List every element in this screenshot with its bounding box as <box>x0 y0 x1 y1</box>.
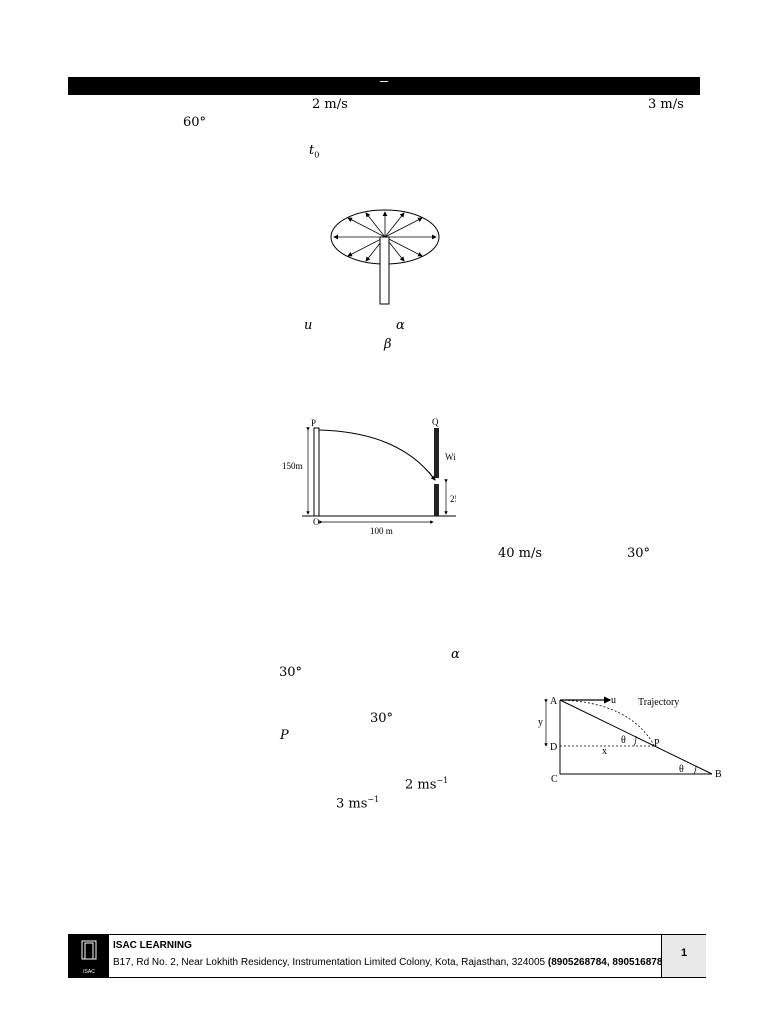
alpha-label-2: α <box>451 647 460 662</box>
label-P-incline: P <box>654 738 660 749</box>
footer: ISAC ISAC LEARNING B17, Rd No. 2, Near L… <box>68 934 706 978</box>
ms-3-label: 3 ms−1 <box>336 795 380 812</box>
angle-30-c-label: 30° <box>370 711 394 726</box>
speed-40-label: 40 m/s <box>498 546 543 561</box>
angle-60-label: 60° <box>183 115 207 130</box>
label-B: B <box>715 769 722 780</box>
label-O: O <box>313 517 320 527</box>
incline-trajectory-figure: A B C D P u x y θ θ Trajectory <box>538 695 722 785</box>
speed-2-label: 2 m/s <box>312 97 348 112</box>
trajectory-label: Trajectory <box>638 697 679 708</box>
header-bar: – <box>68 72 700 95</box>
distance-100-label: 100 m <box>370 526 393 536</box>
logo-text: ISAC <box>83 969 95 975</box>
building-window-figure: P Q O Window 150m 25m 100 m <box>282 417 456 536</box>
label-P: P <box>311 418 316 428</box>
u-label: u <box>304 318 313 333</box>
door-icon <box>81 940 97 960</box>
angle-30-b-label: 30° <box>279 665 303 680</box>
beta-label: β <box>384 337 392 352</box>
alpha-label-1: α <box>396 318 405 333</box>
header-dash: – <box>380 72 388 88</box>
org-phones: (8905268784, 8905168784) <box>547 957 672 968</box>
org-address: B17, Rd No. 2, Near Lokhith Residency, I… <box>113 957 672 968</box>
label-y: y <box>538 717 543 728</box>
height-25-label: 25m <box>450 494 456 504</box>
label-theta-2: θ <box>679 764 684 775</box>
isac-logo: ISAC <box>69 935 109 977</box>
org-name: ISAC LEARNING <box>113 940 192 951</box>
page-number-box: 1 <box>661 935 706 977</box>
label-Q: Q <box>432 417 439 427</box>
page-number: 1 <box>680 947 688 959</box>
sprinkler-figure <box>330 209 440 305</box>
angle-30-a-label: 30° <box>627 546 651 561</box>
label-x: x <box>602 746 607 757</box>
height-150-label: 150m <box>282 461 303 471</box>
window-label: Window <box>445 452 456 462</box>
P-label: P <box>280 728 289 743</box>
label-A: A <box>550 696 558 707</box>
speed-3-label: 3 m/s <box>648 97 684 112</box>
label-theta-1: θ <box>621 735 626 746</box>
label-C: C <box>551 774 558 785</box>
label-D: D <box>550 742 557 753</box>
label-u: u <box>611 695 616 706</box>
t0-label: t0 <box>309 143 320 160</box>
ms-2-label: 2 ms−1 <box>405 776 449 793</box>
